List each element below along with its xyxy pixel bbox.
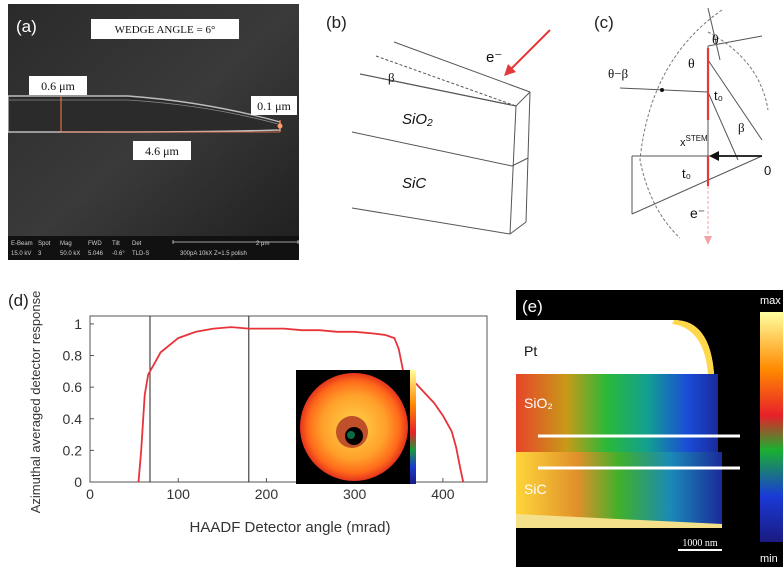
sem-info-spot: Spot (38, 241, 51, 247)
colorbar-min-label: min (760, 553, 778, 565)
sic-label: SiC (402, 175, 426, 192)
vertical-markers (149, 316, 250, 482)
sem-info-kv: 15.0 kV (11, 251, 31, 257)
y-ticks: 0 0.2 0.4 0.6 0.8 1 (63, 316, 94, 490)
panel-e: 1000 nm max min (e) Pt SiO₂ SiC (514, 284, 783, 567)
x-tick-label: 300 (343, 486, 367, 502)
x-tick-label: 0 (86, 486, 94, 502)
sem-info-mag: Mag (60, 241, 72, 247)
x-tick-label: 100 (167, 486, 191, 502)
theta-inner-label: θ (688, 57, 695, 72)
colorbar-max-label: max (760, 295, 781, 307)
theta-top-label: θ (712, 33, 719, 48)
panel-a: E-Beam Spot Mag FWD Tilt Det 2 μm 15.0 k… (7, 4, 299, 260)
sem-info-mag-val: 50.0 kX (60, 251, 80, 257)
sem-info-scale: 2 μm (256, 241, 269, 247)
panel-c: (c) θ θ θ−β t₀ xSTEM β 0 t₀ e⁻ (590, 0, 783, 250)
x-tick-label: 400 (431, 486, 455, 502)
y-tick-label: 0.6 (63, 379, 83, 395)
geometry-schematic: (c) θ θ θ−β t₀ xSTEM β 0 t₀ e⁻ (594, 7, 771, 245)
y-tick-label: 0.2 (63, 442, 83, 458)
xstem-arrow-icon (709, 151, 719, 161)
sem-info-tilt: Tilt (112, 241, 120, 247)
intercept-dot (660, 88, 664, 92)
panel-c-label: (c) (594, 13, 614, 32)
electron-c-label: e⁻ (690, 205, 705, 221)
y-tick-label: 0 (74, 474, 82, 490)
sem-info-fwd: FWD (88, 241, 102, 247)
sem-image: E-Beam Spot Mag FWD Tilt Det 2 μm 15.0 k… (7, 4, 299, 260)
panel-d-label: (d) (8, 291, 29, 310)
xstem-label: xSTEM (680, 134, 708, 149)
panel-e-label: (e) (522, 297, 543, 316)
thickness-label: 0.6 μm (41, 79, 75, 93)
y-tick-label: 0.8 (63, 348, 83, 364)
sem-info-det: Det (132, 241, 142, 247)
sic-map-label: SiC (524, 481, 547, 497)
y-tick-label: 0.4 (63, 411, 83, 427)
beta-label: β (388, 70, 395, 85)
sem-info-fwd-val: 5.046 (88, 251, 104, 257)
panel-a-label: (a) (16, 17, 37, 36)
x-ticks: 0 100 200 300 400 (86, 478, 455, 502)
sem-info-spot-val: 3 (38, 251, 42, 257)
detector-inset (296, 370, 416, 484)
plot-frame (89, 315, 488, 483)
sem-info-ebeam: E-Beam (11, 241, 33, 247)
sem-info-tilt-val: -0.6° (112, 251, 125, 257)
beta-c-label: β (738, 120, 745, 135)
colorbar (760, 312, 783, 542)
panel-d: (d) 0 100 200 300 400 0 0.2 0.4 0.6 0.8 1 (0, 284, 500, 567)
scale-bar-label: 1000 nm (682, 538, 718, 549)
t0-top-label: t₀ (714, 88, 723, 103)
panel-b-label: (b) (326, 13, 347, 32)
x-tick-label: 200 (255, 486, 279, 502)
map-image: 1000 nm max min (e) Pt SiO₂ SiC (516, 290, 783, 567)
sem-info-desc: 300pA 10kX Z=1.5 polish (180, 251, 247, 257)
sem-info-det-val: TLD-S (132, 251, 149, 257)
electron-label: e⁻ (486, 49, 502, 66)
x-axis-label: HAADF Detector angle (mrad) (190, 519, 391, 536)
response-curve (137, 326, 465, 483)
panel-b: (b) e⁻ β SiO₂ SiC (318, 0, 568, 250)
wedge-schematic: (b) e⁻ β SiO₂ SiC (326, 13, 551, 235)
length-label: 4.6 μm (145, 144, 179, 158)
tip-label: 0.1 μm (257, 99, 291, 113)
y-axis-label: Azimuthal averaged detector response (28, 291, 43, 514)
y-tick-label: 1 (74, 316, 82, 332)
down-arrow-icon (704, 236, 712, 245)
wedge-angle-label: WEDGE ANGLE = 6° (115, 24, 216, 36)
origin-label: 0 (764, 163, 771, 178)
t0-bottom-label: t₀ (682, 166, 691, 181)
sio2-label: SiO₂ (402, 111, 433, 128)
pt-label: Pt (524, 343, 537, 359)
theta-minus-beta-label: θ−β (608, 66, 629, 81)
beam-arrow-icon (504, 64, 516, 76)
detector-response-chart: (d) 0 100 200 300 400 0 0.2 0.4 0.6 0.8 1 (8, 291, 488, 536)
sio2-map-label: SiO₂ (524, 395, 553, 411)
